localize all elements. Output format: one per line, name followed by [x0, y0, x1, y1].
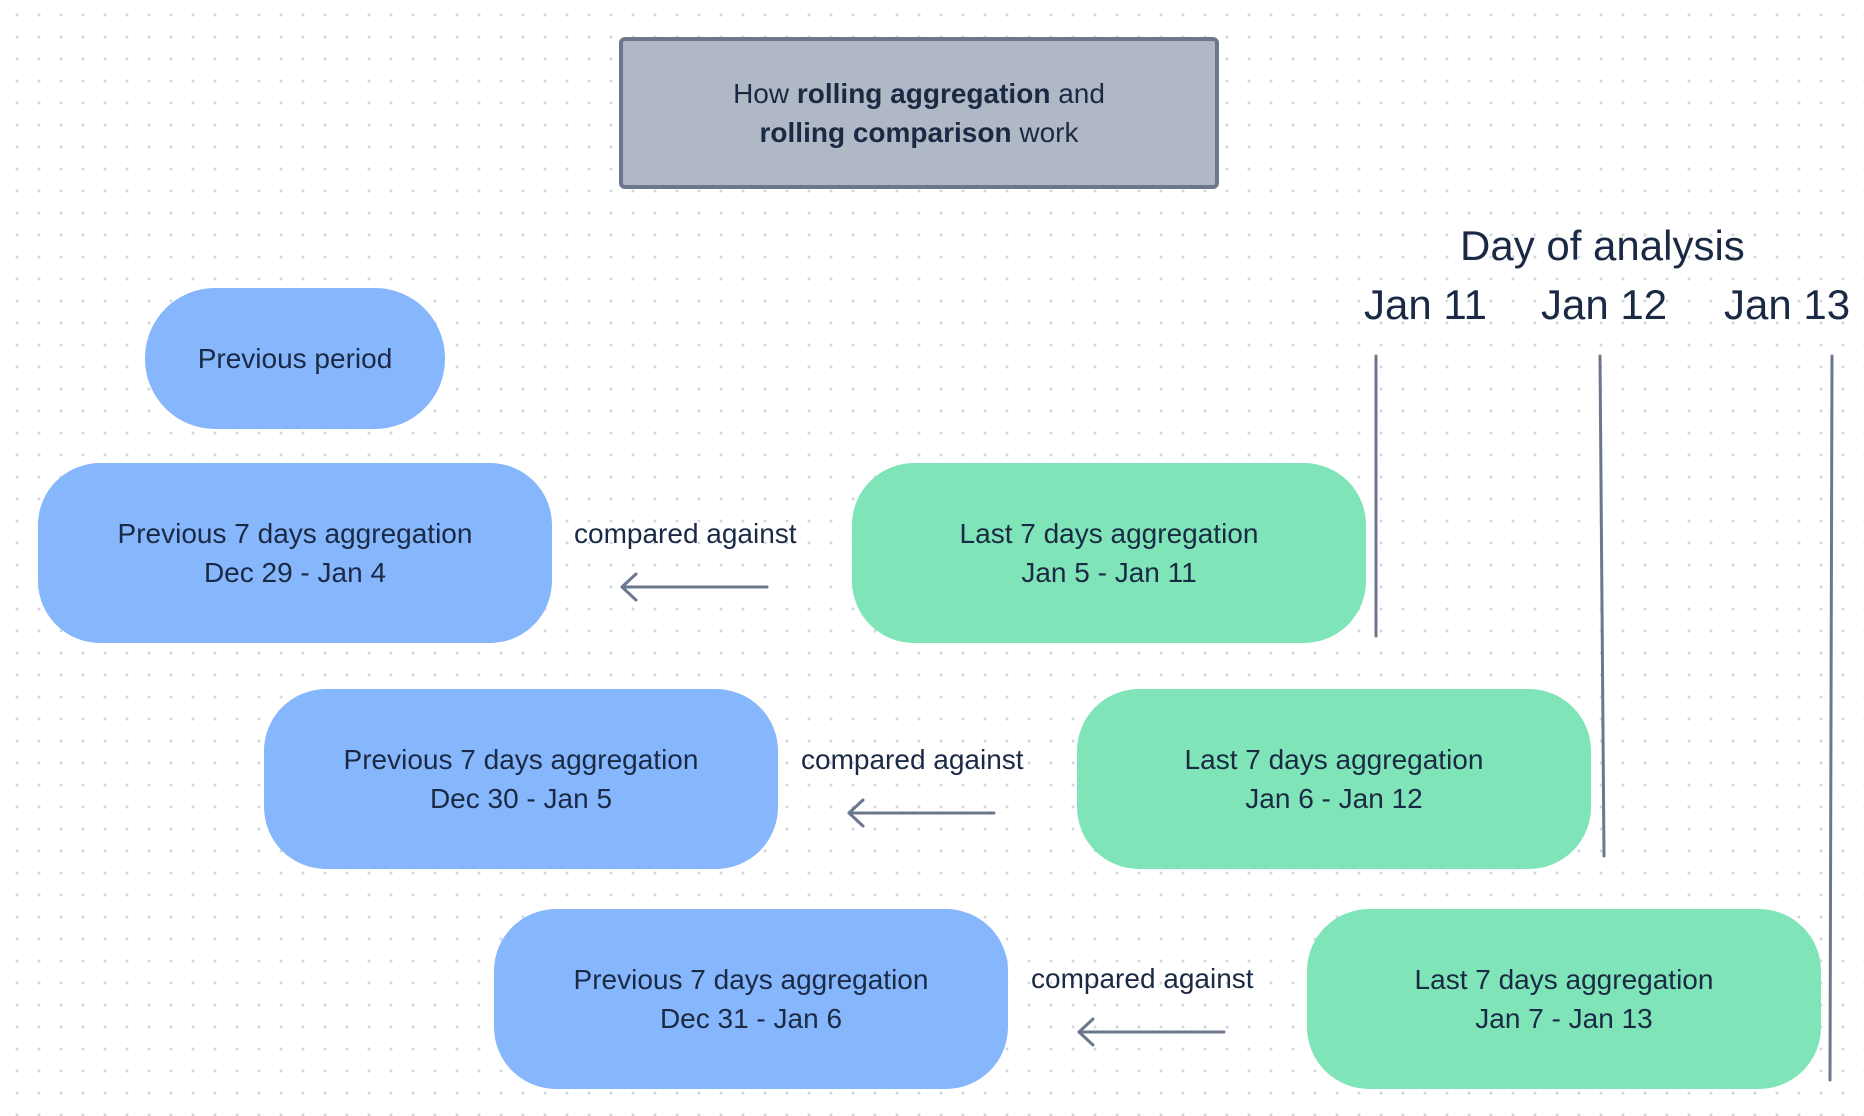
last-aggregation-box-2: Last 7 days aggregation Jan 6 - Jan 12 [1077, 689, 1591, 869]
comparison-arrow-2 [847, 798, 996, 828]
day-label-jan-12: Jan 12 [1541, 281, 1668, 328]
jan-12-marker-line [1598, 354, 1606, 858]
previous-aggregation-range: Dec 30 - Jan 5 [429, 783, 613, 814]
last-aggregation-label: Last 7 days aggregation [1414, 964, 1714, 995]
previous-aggregation-label: Previous 7 days aggregation [343, 744, 699, 775]
last-aggregation-label: Last 7 days aggregation [959, 518, 1259, 549]
title-text-pre: How [733, 78, 797, 109]
last-aggregation-range: Jan 6 - Jan 12 [1245, 783, 1423, 814]
title-bold-rolling-aggregation: rolling aggregation [796, 78, 1051, 109]
title-text-and: and [1050, 78, 1105, 109]
previous-period-pill: Previous period [145, 288, 445, 429]
last-aggregation-range: Jan 5 - Jan 11 [1021, 557, 1197, 588]
title-box: How rolling aggregation and rolling comp… [619, 37, 1219, 189]
day-label-jan-13: Jan 13 [1724, 281, 1851, 328]
previous-aggregation-label: Previous 7 days aggregation [117, 518, 473, 549]
title-bold-rolling-comparison: rolling comparison [759, 117, 1012, 148]
jan-13-marker-line [1828, 354, 1834, 1082]
title-text-work: work [1011, 117, 1079, 148]
title-line-2: rolling comparison work [760, 113, 1079, 152]
comparison-arrow-1 [620, 572, 769, 602]
last-aggregation-label: Last 7 days aggregation [1184, 744, 1484, 775]
previous-aggregation-label: Previous 7 days aggregation [573, 964, 929, 995]
compared-against-label-1: compared against [574, 518, 797, 549]
compared-against-label-2: compared against [801, 744, 1024, 775]
last-aggregation-range: Jan 7 - Jan 13 [1475, 1003, 1653, 1034]
last-aggregation-box-1: Last 7 days aggregation Jan 5 - Jan 11 [852, 463, 1366, 643]
day-label-jan-11: Jan 11 [1364, 281, 1487, 328]
compared-against-label-3: compared against [1031, 963, 1254, 994]
previous-aggregation-box-2: Previous 7 days aggregation Dec 30 - Jan… [264, 689, 778, 869]
previous-aggregation-range: Dec 31 - Jan 6 [659, 1003, 843, 1034]
previous-aggregation-box-1: Previous 7 days aggregation Dec 29 - Jan… [38, 463, 552, 643]
previous-period-label: Previous period [197, 343, 393, 374]
previous-aggregation-box-3: Previous 7 days aggregation Dec 31 - Jan… [494, 909, 1008, 1089]
comparison-arrow-3 [1077, 1017, 1226, 1047]
previous-aggregation-range: Dec 29 - Jan 4 [203, 557, 387, 588]
last-aggregation-box-3: Last 7 days aggregation Jan 7 - Jan 13 [1307, 909, 1821, 1089]
title-line-1: How rolling aggregation and [733, 74, 1105, 113]
day-of-analysis-heading: Day of analysis [1460, 222, 1745, 269]
